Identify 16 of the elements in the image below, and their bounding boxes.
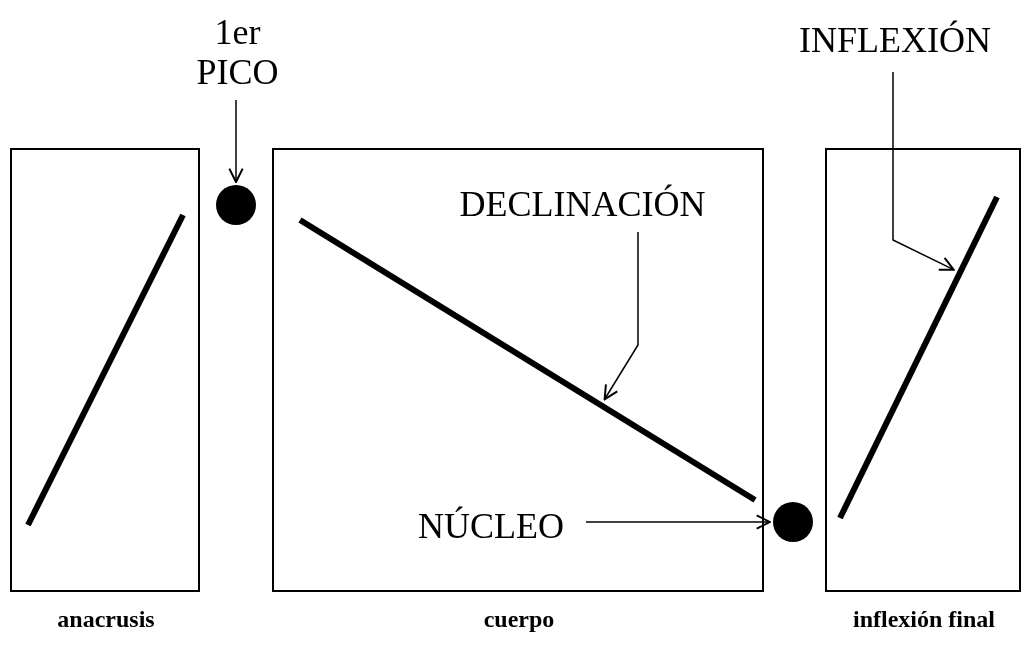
contour-line	[24, 211, 187, 529]
contour-line	[296, 216, 759, 504]
leader-arrow	[228, 99, 244, 183]
section-label: anacrusis	[56, 606, 156, 633]
leader-arrow	[603, 231, 639, 401]
peak-dot	[216, 185, 256, 225]
leader-arrow	[585, 514, 771, 530]
section-label: inflexión final	[852, 606, 996, 633]
annotation-label: INFLEXIÓN	[770, 20, 1020, 72]
section-label: cuerpo	[482, 606, 556, 633]
annotation-label: DECLINACIÓN	[425, 184, 740, 232]
annotation-label: NÚCLEO	[396, 506, 586, 552]
leader-arrow	[892, 71, 955, 271]
peak-dot	[773, 502, 813, 542]
contour-line	[836, 193, 1001, 522]
annotation-label: 1er PICO	[185, 12, 290, 100]
